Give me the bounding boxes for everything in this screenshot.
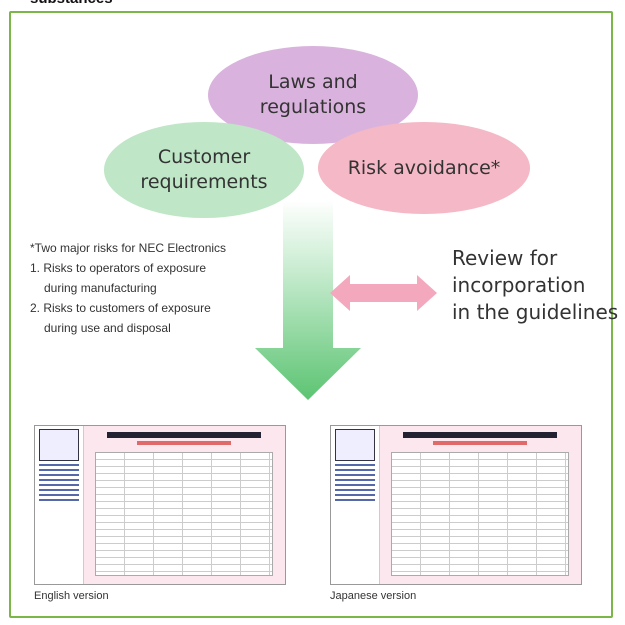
screenshot-main xyxy=(383,430,577,580)
note-1-cont: during manufacturing xyxy=(44,281,157,295)
review-line-3: in the guidelines xyxy=(452,300,619,324)
risk-avoidance-ellipse: Risk avoidance* xyxy=(318,122,530,214)
english-version-screenshot xyxy=(34,425,286,585)
japanese-version-caption: Japanese version xyxy=(330,590,417,602)
screenshot-main xyxy=(87,430,281,580)
double-arrow xyxy=(330,275,437,311)
review-line-2: incorporation xyxy=(452,273,586,297)
english-version-caption: English version xyxy=(34,590,109,602)
customer-label: Customer requirements xyxy=(140,146,268,193)
screenshot-table xyxy=(95,452,273,576)
note-1: 1. Risks to operators of exposure xyxy=(30,261,207,275)
customer-requirements-ellipse: Customer requirements xyxy=(104,122,304,218)
note-2-cont: during use and disposal xyxy=(44,321,171,335)
notes-title: *Two major risks for NEC Electronics xyxy=(30,241,227,255)
screenshot-sidebar xyxy=(331,426,380,584)
laws-label: Laws and regulations xyxy=(259,71,367,118)
screenshot-sidebar xyxy=(35,426,84,584)
review-text: Review for incorporation in the guidelin… xyxy=(452,245,618,326)
review-line-1: Review for xyxy=(452,246,558,270)
note-2: 2. Risks to customers of exposure xyxy=(30,301,211,315)
risk-label: Risk avoidance* xyxy=(347,156,501,179)
down-arrow xyxy=(255,200,361,400)
japanese-version-screenshot xyxy=(330,425,582,585)
risk-notes: *Two major risks for NEC Electronics 1. … xyxy=(30,238,226,338)
section-heading: substances xyxy=(30,0,113,7)
screenshot-table xyxy=(391,452,569,576)
